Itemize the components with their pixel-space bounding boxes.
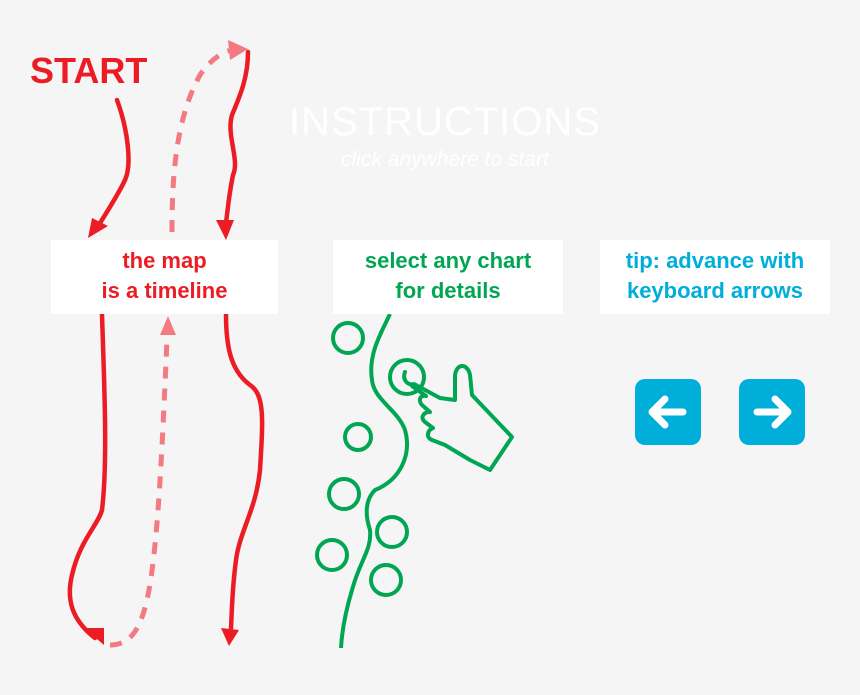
timeline-arrow-3 [67, 311, 108, 645]
click-to-start-hint[interactable]: click anywhere to start [341, 148, 549, 171]
instruction-line: tip: advance with [625, 248, 805, 273]
instruction-keyboard-tip: tip: advance with keyboard arrows [600, 240, 830, 314]
start-label: START [30, 50, 148, 91]
arrow-right-icon [753, 395, 792, 429]
instructions-title: INSTRUCTIONS [289, 100, 601, 144]
timeline-dashed-return-top [169, 40, 248, 233]
timeline-arrow-1 [88, 97, 131, 238]
instruction-line: keyboard arrows [626, 278, 804, 303]
instruction-map-timeline: the map is a timeline [51, 240, 278, 314]
previous-key-button[interactable] [635, 379, 701, 445]
instruction-select-chart: select any chart for details [333, 240, 563, 314]
hand-pointer-icon [388, 358, 514, 472]
instruction-line: select any chart [364, 248, 532, 273]
timeline-arrow-4 [221, 311, 265, 646]
next-key-button[interactable] [739, 379, 805, 445]
arrow-left-icon [648, 395, 687, 429]
instruction-line: the map [122, 248, 207, 273]
timeline-arrow-2 [216, 49, 251, 240]
instruction-line: for details [395, 278, 501, 303]
timeline-dashed-return-middle [109, 316, 176, 648]
instruction-line: is a timeline [101, 278, 228, 303]
chart-vine-illustration [315, 313, 409, 649]
